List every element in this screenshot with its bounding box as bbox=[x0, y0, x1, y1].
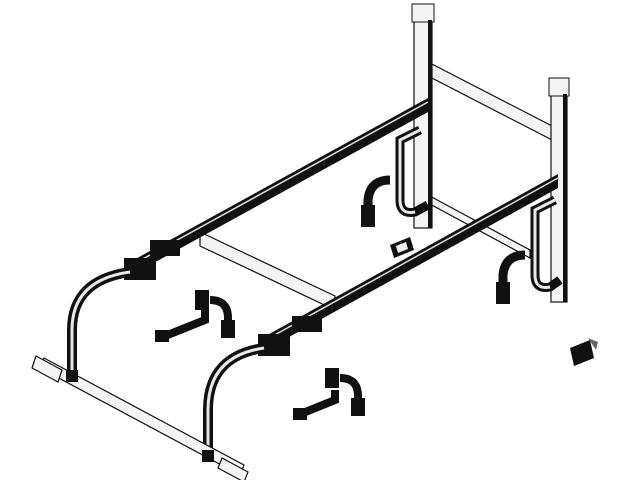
rear-hook-left bbox=[361, 125, 431, 227]
front-leg-right bbox=[203, 343, 265, 458]
clip-right bbox=[570, 338, 598, 366]
left-beam bbox=[124, 98, 429, 280]
front-bar bbox=[31, 355, 249, 480]
bracket bbox=[258, 334, 290, 356]
handle-left bbox=[155, 290, 235, 342]
right-beam bbox=[258, 174, 559, 356]
front-leg-left bbox=[67, 267, 131, 378]
rear-hook-right bbox=[496, 195, 563, 304]
clip-center bbox=[390, 237, 414, 258]
bracket bbox=[124, 258, 156, 280]
handle-right bbox=[293, 368, 365, 420]
rear-post-left bbox=[411, 3, 435, 229]
